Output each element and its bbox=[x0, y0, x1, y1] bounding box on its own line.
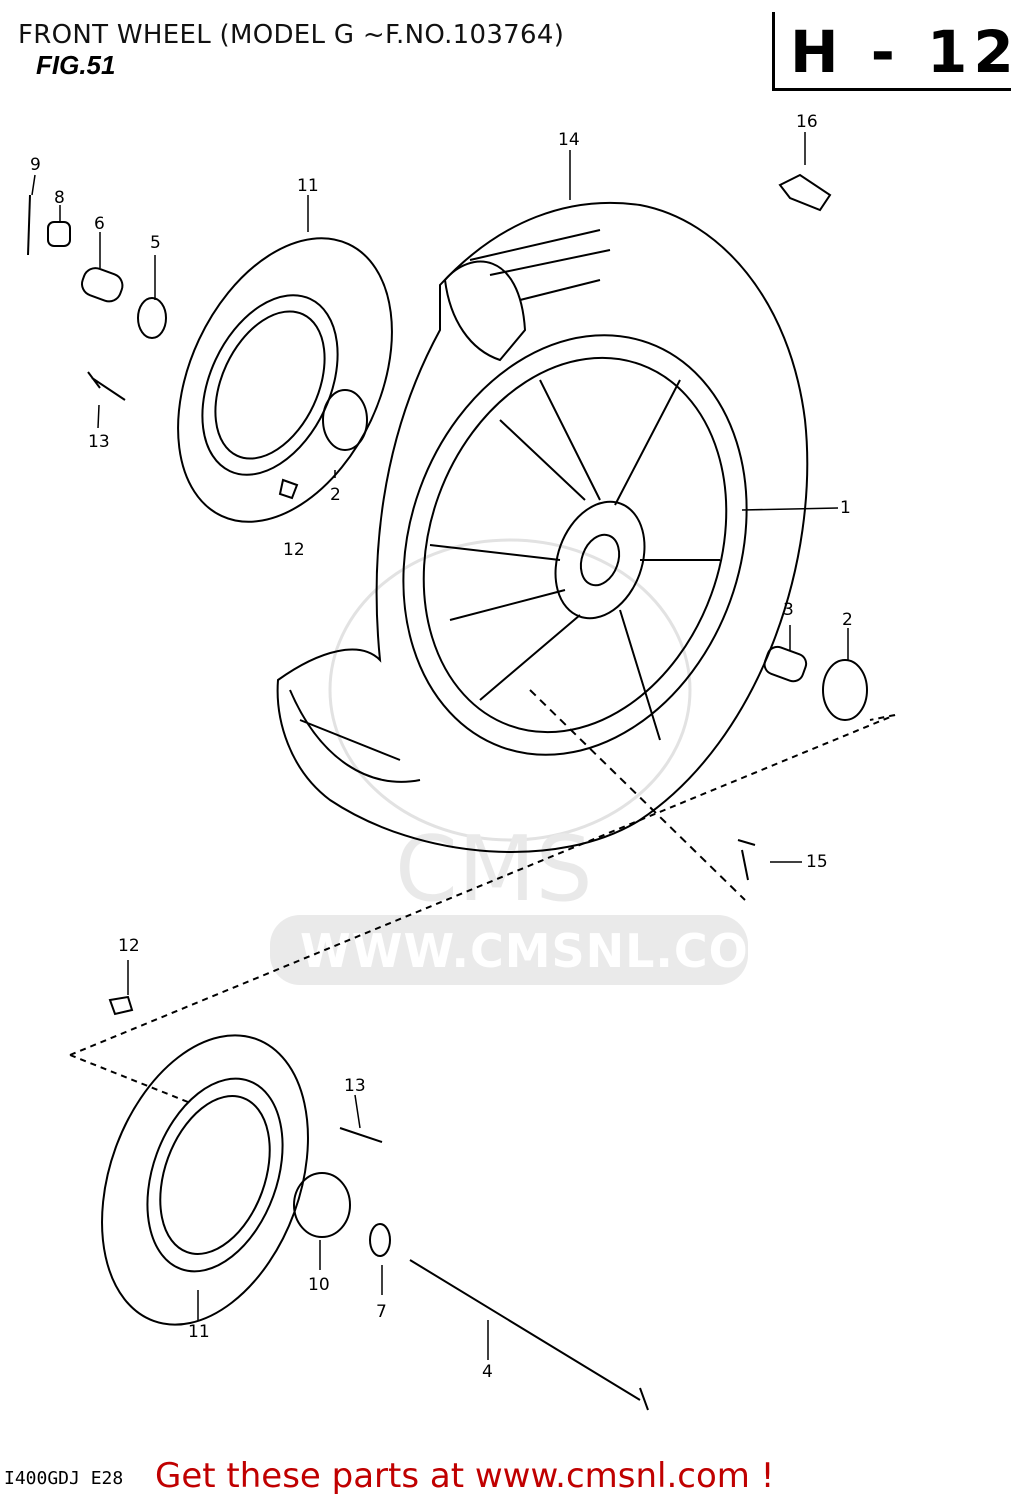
leader-lines bbox=[31, 132, 849, 1360]
callout-10: 10 bbox=[308, 1275, 330, 1295]
callout-11-lower: 11 bbox=[188, 1322, 210, 1342]
callout-1: 1 bbox=[840, 498, 851, 518]
valve-part-15 bbox=[737, 839, 756, 881]
bearing-part-2-upper bbox=[322, 389, 368, 451]
watermark-text: WWW.CMSNL.COM bbox=[300, 924, 796, 978]
callout-7: 7 bbox=[376, 1302, 387, 1322]
axle-part-4 bbox=[409, 1259, 649, 1411]
cotter-pin-part-9 bbox=[27, 194, 31, 256]
collar-part-5 bbox=[137, 297, 167, 339]
section-code: H - 12 bbox=[790, 18, 1020, 86]
callout-15: 15 bbox=[806, 852, 828, 872]
callout-3: 3 bbox=[783, 600, 794, 620]
nut-part-8 bbox=[47, 221, 71, 247]
callout-11-upper: 11 bbox=[297, 176, 319, 196]
callout-16: 16 bbox=[796, 112, 818, 132]
washer-part-12-upper bbox=[278, 478, 299, 500]
cms-logo-watermark: CMS bbox=[328, 538, 692, 922]
cms-logo-text: CMS bbox=[395, 817, 593, 922]
spacer-part-3 bbox=[763, 645, 808, 683]
callout-2-lower: 2 bbox=[842, 610, 853, 630]
brake-disc-upper-part-11 bbox=[177, 237, 393, 523]
callout-9: 9 bbox=[30, 155, 41, 175]
speedometer-gearbox-part-10 bbox=[293, 1172, 351, 1238]
parts-link-banner[interactable]: Get these parts at www.cmsnl.com ! bbox=[155, 1456, 775, 1496]
figure-number: FIG.51 bbox=[36, 50, 116, 80]
callout-5: 5 bbox=[150, 233, 161, 253]
section-code-box bbox=[772, 12, 1011, 91]
watermark-banner bbox=[270, 915, 748, 985]
washer-part-12-lower bbox=[108, 995, 134, 1016]
washer-part-7 bbox=[369, 1223, 391, 1257]
callout-14: 14 bbox=[558, 130, 580, 150]
callout-12-upper: 12 bbox=[283, 540, 305, 560]
assembly-line bbox=[69, 714, 896, 1103]
bolt-part-13-lower bbox=[339, 1127, 383, 1143]
bolt-part-13-upper bbox=[87, 371, 126, 401]
bearing-part-2-lower bbox=[822, 659, 868, 721]
wheel-rim-part-1 bbox=[402, 334, 748, 756]
callout-12-lower: 12 bbox=[118, 936, 140, 956]
diagram-title: FRONT WHEEL (MODEL G ~F.NO.103764) bbox=[18, 20, 565, 50]
balancer-part-16 bbox=[778, 173, 832, 212]
callout-2-upper: 2 bbox=[330, 485, 341, 505]
callout-13-lower: 13 bbox=[344, 1076, 366, 1096]
callout-8: 8 bbox=[54, 188, 65, 208]
spacer-part-6 bbox=[81, 267, 124, 303]
callout-13-upper: 13 bbox=[88, 432, 110, 452]
model-code: I400GDJ E28 bbox=[4, 1468, 124, 1489]
callout-4: 4 bbox=[482, 1362, 493, 1382]
callout-6: 6 bbox=[94, 214, 105, 234]
